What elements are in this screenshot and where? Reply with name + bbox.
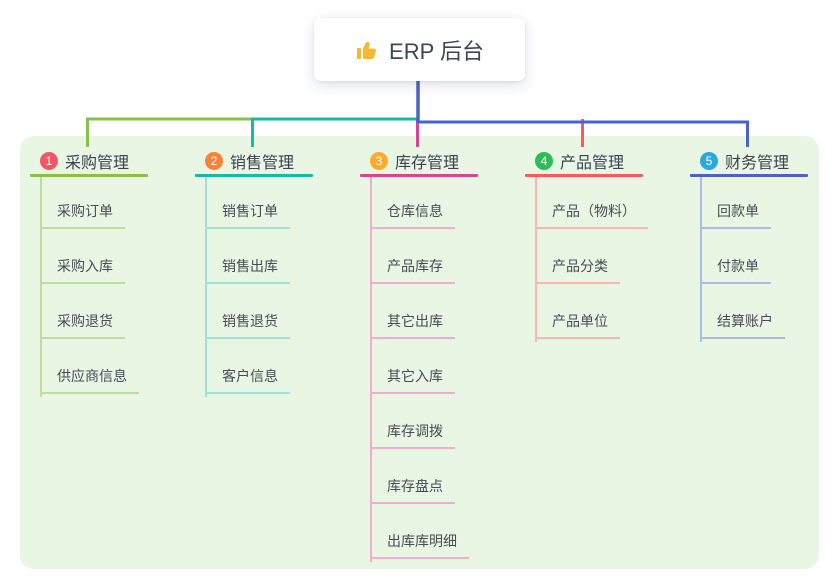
branch-vline bbox=[700, 177, 702, 342]
branch-underline bbox=[360, 174, 478, 177]
branch-underline bbox=[30, 174, 148, 177]
branch-children: 仓库信息 产品库存 其它出库 其它入库 库存调拨 库存盘点 出库库明细 bbox=[360, 177, 478, 559]
branch-title: 产品管理 bbox=[560, 155, 625, 172]
child-node[interactable]: 其它出库 bbox=[360, 284, 478, 339]
child-node[interactable]: 产品分类 bbox=[525, 229, 643, 284]
branch-children: 回款单 付款单 结算账户 bbox=[690, 177, 808, 339]
branch-vline bbox=[535, 177, 537, 342]
child-node[interactable]: 采购订单 bbox=[30, 177, 148, 229]
branch-number-badge: 4 bbox=[535, 152, 553, 170]
branch-purchase: 1 采购管理 采购订单 采购入库 采购退货 供应商信息 bbox=[30, 148, 148, 397]
child-node[interactable]: 采购入库 bbox=[30, 229, 148, 284]
branch-title: 财务管理 bbox=[725, 155, 790, 172]
child-node[interactable]: 产品（物料） bbox=[525, 177, 648, 229]
branch-number-badge: 3 bbox=[370, 152, 388, 170]
thumbs-up-icon bbox=[357, 41, 376, 59]
branch-sales-header[interactable]: 2 销售管理 bbox=[195, 148, 313, 174]
branch-number-badge: 5 bbox=[700, 152, 718, 170]
branch-title: 销售管理 bbox=[230, 155, 295, 172]
branch-children: 产品（物料） 产品分类 产品单位 bbox=[525, 177, 648, 339]
branch-purchase-header[interactable]: 1 采购管理 bbox=[30, 148, 148, 174]
child-node[interactable]: 产品单位 bbox=[525, 284, 643, 339]
branch-underline bbox=[690, 174, 808, 177]
branch-number-badge: 1 bbox=[40, 152, 58, 170]
branches-panel bbox=[20, 136, 819, 569]
child-node[interactable]: 回款单 bbox=[690, 177, 808, 229]
child-node[interactable]: 销售退货 bbox=[195, 284, 313, 339]
branch-number-badge: 2 bbox=[205, 152, 223, 170]
branch-underline bbox=[525, 174, 643, 177]
branch-underline bbox=[195, 174, 313, 177]
child-node[interactable]: 产品库存 bbox=[360, 229, 478, 284]
child-node[interactable]: 其它入库 bbox=[360, 339, 478, 394]
branch-vline bbox=[370, 177, 372, 562]
root-title: ERP 后台 bbox=[389, 38, 484, 64]
branch-vline bbox=[205, 177, 207, 397]
child-node[interactable]: 销售订单 bbox=[195, 177, 313, 229]
child-node[interactable]: 供应商信息 bbox=[30, 339, 148, 394]
child-node[interactable]: 采购退货 bbox=[30, 284, 148, 339]
branch-finance-header[interactable]: 5 财务管理 bbox=[690, 148, 808, 174]
child-node[interactable]: 出库库明细 bbox=[360, 504, 478, 559]
branch-children: 销售订单 销售出库 销售退货 客户信息 bbox=[195, 177, 313, 394]
child-node[interactable]: 结算账户 bbox=[690, 284, 808, 339]
child-node[interactable]: 销售出库 bbox=[195, 229, 313, 284]
branch-product: 4 产品管理 产品（物料） 产品分类 产品单位 bbox=[525, 148, 648, 342]
branch-vline bbox=[40, 177, 42, 397]
root-node[interactable]: ERP 后台 bbox=[314, 18, 525, 81]
branch-title: 库存管理 bbox=[395, 155, 460, 172]
branch-title: 采购管理 bbox=[65, 155, 130, 172]
branch-children: 采购订单 采购入库 采购退货 供应商信息 bbox=[30, 177, 148, 394]
child-node[interactable]: 客户信息 bbox=[195, 339, 313, 394]
child-node[interactable]: 仓库信息 bbox=[360, 177, 478, 229]
child-node[interactable]: 库存调拨 bbox=[360, 394, 478, 449]
branch-product-header[interactable]: 4 产品管理 bbox=[525, 148, 643, 174]
branch-inventory-header[interactable]: 3 库存管理 bbox=[360, 148, 478, 174]
child-node[interactable]: 库存盘点 bbox=[360, 449, 478, 504]
branch-sales: 2 销售管理 销售订单 销售出库 销售退货 客户信息 bbox=[195, 148, 313, 397]
branch-inventory: 3 库存管理 仓库信息 产品库存 其它出库 其它入库 库存调拨 库存盘点 bbox=[360, 148, 478, 562]
child-node[interactable]: 付款单 bbox=[690, 229, 808, 284]
branch-finance: 5 财务管理 回款单 付款单 结算账户 bbox=[690, 148, 808, 342]
